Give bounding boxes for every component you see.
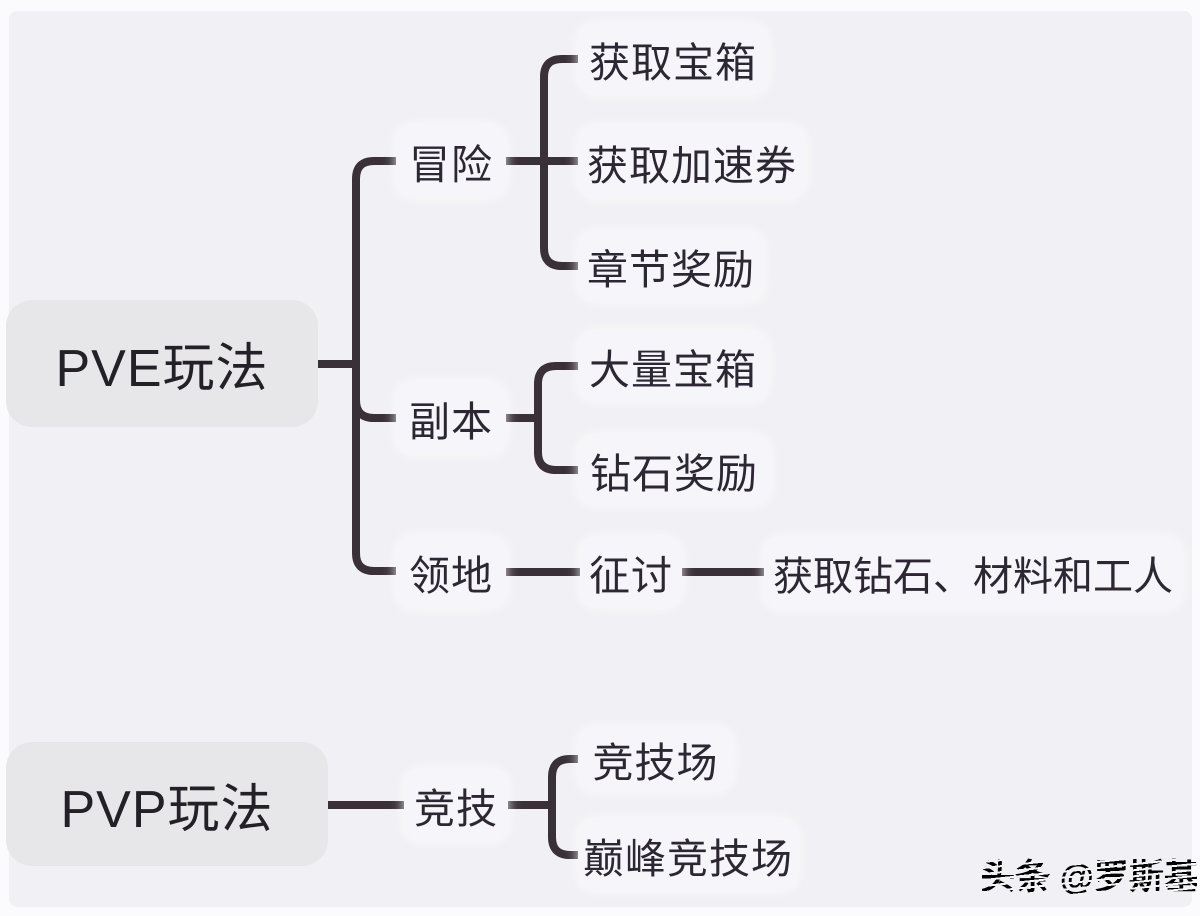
node-expedition-reward: 获取钻石、材料和工人	[764, 537, 1182, 609]
node-peak-arena: 巅峰竞技场	[578, 819, 798, 890]
node-adventure: 冒险	[396, 125, 506, 197]
node-many-chests: 大量宝箱	[578, 331, 768, 401]
node-chapter-reward: 章节奖励	[578, 231, 764, 301]
node-arena: 竞技场	[578, 727, 733, 791]
node-get-speedup: 获取加速券	[578, 126, 806, 198]
node-get-chest: 获取宝箱	[578, 24, 768, 94]
watermark-toutiao-luosiji: 头条 @罗斯基	[980, 845, 1199, 903]
node-territory: 领地	[396, 536, 506, 608]
node-diamond-reward: 钻石奖励	[578, 435, 770, 505]
node-expedition: 征讨	[580, 537, 682, 607]
node-dungeon: 副本	[396, 382, 506, 454]
node-pve-root: PVE玩法	[6, 300, 318, 427]
node-pvp-root: PVP玩法	[6, 742, 328, 866]
node-competition: 竞技	[404, 769, 508, 841]
